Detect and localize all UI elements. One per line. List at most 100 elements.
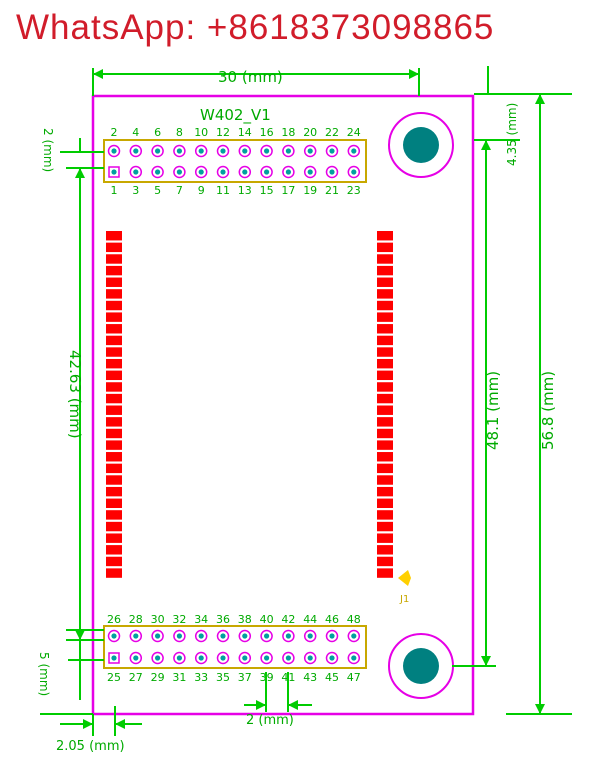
pad-left [106, 510, 122, 520]
bottom-header-pin-center [220, 655, 226, 661]
bottom-header-pin-center [242, 655, 248, 661]
bottom-header-pin-label: 38 [238, 613, 252, 626]
pad-left [106, 277, 122, 287]
bottom-header [103, 625, 367, 669]
top-header-pin-center [133, 148, 139, 154]
top-header-pin-label: 15 [260, 184, 274, 197]
top-header-pin-center [264, 169, 270, 175]
pad-left [106, 475, 122, 485]
top-header-pin-label: 2 [111, 126, 118, 139]
bottom-header-pin-label: 25 [107, 671, 121, 684]
bottom-header-pin-label: 37 [238, 671, 252, 684]
top-header-pin-center [198, 148, 204, 154]
top-header-pin-label: 22 [325, 126, 339, 139]
dim-hole-offset: 4.35 (mm) [505, 103, 519, 166]
bottom-header-pin-label: 30 [151, 613, 165, 626]
bottom-header-pin-label: 43 [303, 671, 317, 684]
pad-right [377, 521, 393, 532]
bottom-header-pin-square [108, 652, 120, 664]
bottom-header-pin-center [155, 633, 161, 639]
top-header-pin [238, 165, 252, 179]
bottom-header-pin-center [329, 633, 335, 639]
smd-pads [106, 231, 393, 578]
mounting-hole-bottom [388, 633, 454, 699]
top-header-pin [107, 144, 121, 158]
pad-left [106, 568, 122, 578]
bottom-header-pin [282, 629, 295, 643]
bottom-header-pin-center [155, 655, 161, 661]
top-header-pin-label: 6 [154, 126, 161, 139]
pad-right [377, 347, 393, 357]
bottom-header-pin-center [285, 655, 291, 661]
top-header-pin-label: 7 [176, 184, 183, 197]
bottom-header-pin-center [264, 655, 270, 661]
pad-left [106, 231, 122, 241]
bottom-header-pin-label: 26 [107, 613, 121, 626]
top-header-pin [238, 144, 252, 158]
top-header-pin-center [220, 148, 226, 154]
top-header-pin-label: 16 [260, 126, 274, 139]
pad-right [377, 405, 393, 415]
dim-row-pitch: 2 (mm) [41, 128, 55, 172]
pad-right [377, 382, 393, 392]
bottom-header-pin [260, 629, 273, 643]
bottom-header-pin-label: 48 [347, 613, 361, 626]
top-header-pin-center [111, 148, 117, 154]
top-header-pin [151, 165, 164, 179]
bottom-header-pin-center [198, 633, 204, 639]
bottom-header-pin [347, 629, 361, 643]
top-header-pin-center [155, 169, 161, 175]
dimension-arrows [75, 69, 545, 729]
bottom-header-pin-center [111, 633, 117, 639]
bottom-header-pin-center [220, 633, 226, 639]
top-header-pin-label: 12 [216, 126, 230, 139]
bottom-header-pin-label: 42 [281, 613, 295, 626]
top-header-pin-center [264, 148, 270, 154]
top-header-pin-label: 14 [238, 126, 252, 139]
bottom-header-pin-label: 45 [325, 671, 339, 684]
top-header-pin-center [285, 148, 291, 154]
header-pins [107, 144, 361, 665]
pad-left [106, 533, 122, 543]
bottom-header-pin [129, 651, 143, 665]
pad-left [106, 289, 122, 299]
bottom-header-pin [151, 651, 164, 665]
bottom-header-pin-center [329, 655, 335, 661]
dim-height: 56.8 (mm) [539, 371, 557, 450]
top-header-pin [129, 144, 143, 158]
pad-left [106, 358, 122, 369]
pad-right [377, 463, 393, 474]
pad-right [377, 486, 393, 497]
pad-right [377, 358, 393, 369]
bottom-header-pin-center [242, 633, 248, 639]
bottom-header-pin [151, 629, 164, 643]
top-header-pin-label: 1 [111, 184, 118, 197]
top-header-pin-label: 8 [176, 126, 183, 139]
top-header-pin [216, 165, 230, 179]
bottom-header-pin-center [133, 655, 139, 661]
top-header-pin-label: 20 [303, 126, 317, 139]
top-header-pin-center [155, 148, 161, 154]
top-header-pin-center [307, 148, 313, 154]
pad-right [377, 533, 393, 543]
bottom-header-pin-label: 28 [129, 613, 143, 626]
bottom-header-pin-label: 44 [303, 613, 317, 626]
bottom-header-pin [107, 629, 121, 643]
board-outline [91, 94, 475, 716]
top-header-pin-label: 23 [347, 184, 361, 197]
top-header-pin-label: 10 [194, 126, 208, 139]
pad-left [106, 265, 122, 276]
mounting-hole-top [388, 112, 454, 178]
bottom-header-pin [325, 651, 339, 665]
bottom-header-pin [194, 651, 208, 665]
top-header-pin-center [176, 148, 182, 154]
pad-left [106, 242, 122, 253]
top-header-pin [303, 144, 317, 158]
top-header-pin-label: 4 [132, 126, 139, 139]
pin-labels: 2143658710912111413161518172019222124232… [107, 126, 361, 684]
pad-left [106, 545, 122, 555]
top-header-pin-center [329, 148, 335, 154]
pad-right [377, 289, 393, 299]
bottom-header-pin-center [176, 633, 182, 639]
pad-left [106, 382, 122, 392]
